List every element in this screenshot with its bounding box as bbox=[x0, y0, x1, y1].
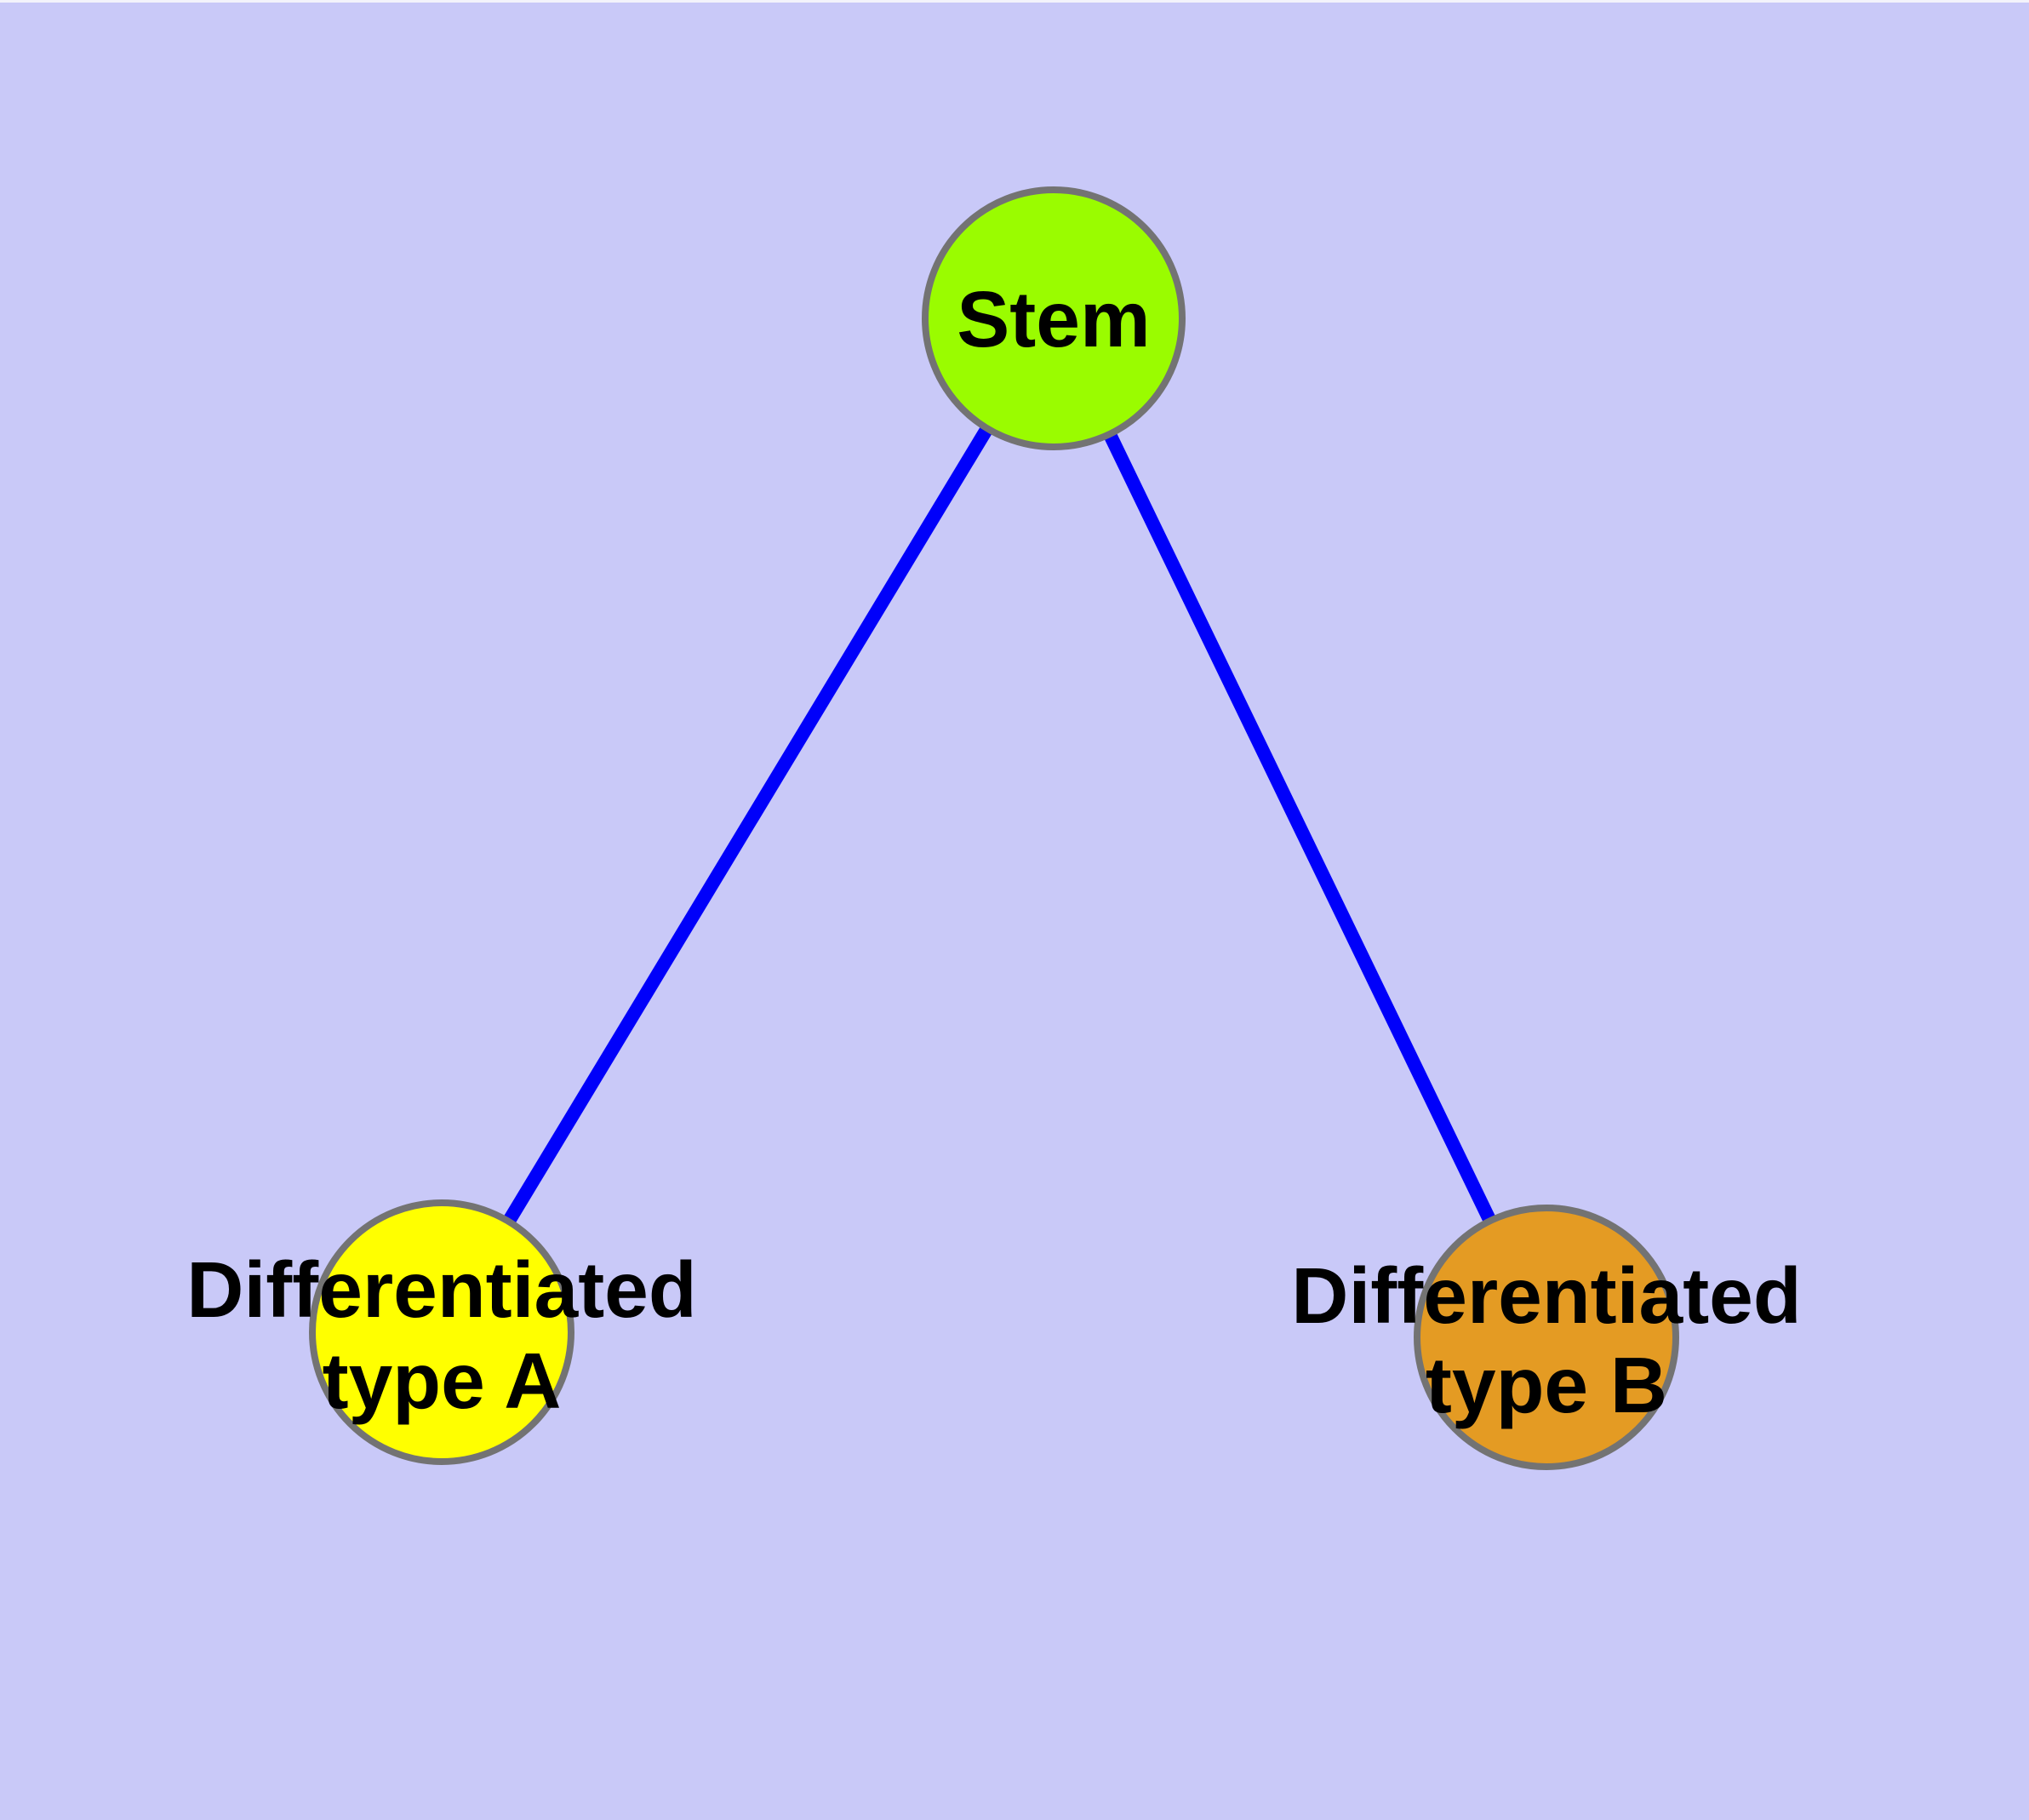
node-differentiated-type-a-circle bbox=[309, 1199, 574, 1465]
node-differentiated-type-a: Differentiated type A bbox=[186, 1199, 697, 1465]
node-stem-label: Stem bbox=[957, 275, 1150, 363]
node-differentiated-type-b-label-line2: type B bbox=[1426, 1341, 1667, 1429]
node-stem-circle bbox=[922, 186, 1186, 450]
edge-stem-to-diff-b bbox=[1047, 315, 1553, 1341]
node-differentiated-type-a-label-line2: type A bbox=[323, 1336, 562, 1425]
node-stem: Stem bbox=[922, 186, 1186, 450]
node-differentiated-type-b-label-line1: Differentiated bbox=[1291, 1251, 1801, 1340]
node-differentiated-type-b: Differentiated type B bbox=[1291, 1205, 1802, 1470]
edge-stem-to-diff-a bbox=[436, 314, 1060, 1336]
node-differentiated-type-a-label-line1: Differentiated bbox=[186, 1245, 696, 1334]
node-differentiated-type-b-circle bbox=[1414, 1205, 1679, 1470]
top-edge-strip bbox=[0, 0, 2029, 3]
